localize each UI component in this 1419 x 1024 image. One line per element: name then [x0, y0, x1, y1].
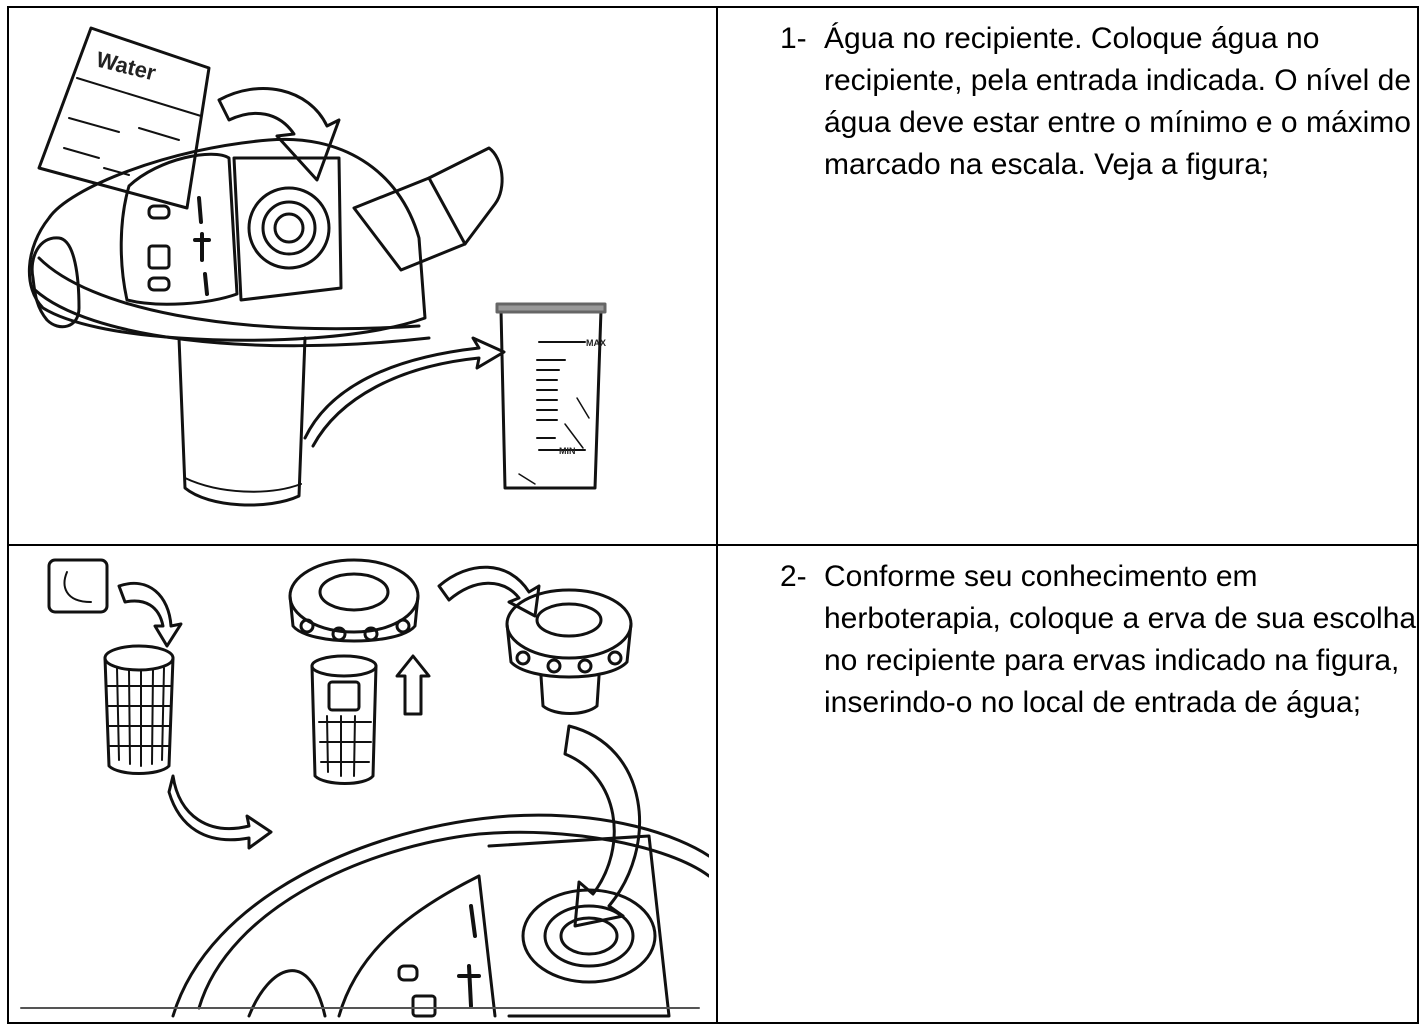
water-inlet	[521, 888, 657, 984]
device-nozzle	[352, 176, 467, 272]
device-body	[197, 830, 709, 1010]
illustration-cell: Water MAX MIN	[7, 6, 718, 546]
basket-with-herb	[310, 654, 378, 785]
arrow-to-basket	[117, 581, 183, 648]
herb-leaf-square	[47, 558, 109, 614]
step-text: Água no recipiente. Coloque água no reci…	[824, 22, 1412, 181]
step-item: 2- Conforme seu conhecimento em herboter…	[780, 556, 1417, 724]
water-pitcher	[37, 26, 211, 210]
arrow-to-cup	[303, 336, 506, 448]
arrow-to-assembled	[437, 565, 541, 618]
pitcher-label: Water	[94, 47, 159, 86]
device-handle	[247, 969, 327, 1018]
step-item: 1- Água no recipiente. Coloque água no r…	[780, 18, 1417, 186]
water-filling-illustration: Water MAX MIN	[27, 26, 607, 507]
arrow-down	[167, 774, 273, 850]
device-base	[177, 336, 307, 507]
instruction-table: Water MAX MIN 1- Água no recipiente. Col…	[7, 6, 1419, 1024]
step-number: 1-	[780, 22, 807, 55]
herb-insertion-illustration	[20, 558, 709, 1018]
assembled-cap	[505, 588, 633, 715]
device-handle	[30, 236, 81, 329]
step-number: 2-	[780, 560, 807, 593]
text-cell: 1- Água no recipiente. Coloque água no r…	[716, 6, 1419, 546]
lid-cap	[288, 558, 420, 643]
min-mark-label: MIN	[559, 446, 576, 456]
control-panel	[119, 152, 239, 306]
illustration-cell	[7, 544, 718, 1024]
device-body	[27, 137, 427, 342]
table-row: Water MAX MIN 1- Água no recipiente. Col…	[7, 6, 1419, 546]
table-row: 2- Conforme seu conhecimento em herboter…	[7, 544, 1419, 1024]
text-cell: 2- Conforme seu conhecimento em herboter…	[716, 544, 1419, 1024]
arrow-up	[395, 654, 431, 716]
herb-basket	[103, 644, 175, 775]
control-panel	[337, 874, 497, 1018]
arrow-into-inlet	[217, 87, 341, 182]
water-inlet	[247, 186, 331, 270]
max-mark-label: MAX	[586, 338, 606, 348]
step-text: Conforme seu conhecimento em herboterapi…	[824, 560, 1417, 719]
